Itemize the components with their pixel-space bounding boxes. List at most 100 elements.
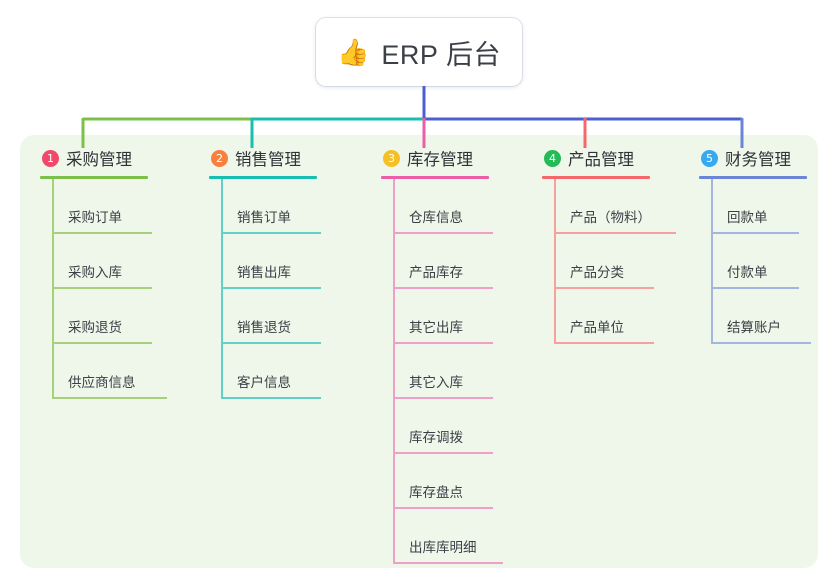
branch-title-2: 销售管理 (235, 151, 301, 169)
branch-leaves-4: 产品（物料） 产品分类 产品单位 (542, 179, 702, 344)
thumbs-up-icon: 👍 (337, 37, 370, 67)
leaf-label: 产品库存 (409, 265, 463, 280)
branch-badge-5: 5 (701, 149, 718, 167)
branch-column-1: 1 采购管理 采购订单 采购入库 采购退货 供应商信息 (40, 146, 190, 399)
leaf-item[interactable]: 产品库存 (381, 234, 531, 289)
leaf-label: 仓库信息 (409, 210, 463, 225)
root-node-card[interactable]: 👍 ERP 后台 (316, 18, 522, 86)
leaf-rule (711, 342, 811, 344)
leaf-rule (711, 232, 799, 234)
branch-column-4: 4 产品管理 产品（物料） 产品分类 产品单位 (542, 146, 702, 344)
branch-spine-1 (52, 179, 54, 399)
leaf-item[interactable]: 库存调拨 (381, 399, 531, 454)
branch-column-5: 5 财务管理 回款单 付款单 结算账户 (699, 146, 839, 344)
leaf-item[interactable]: 付款单 (699, 234, 839, 289)
leaf-label: 供应商信息 (68, 375, 136, 390)
leaf-rule (221, 287, 321, 289)
leaf-item[interactable]: 回款单 (699, 179, 839, 234)
root-node-content: 👍 ERP 后台 (337, 33, 501, 72)
leaf-label: 其它出库 (409, 320, 463, 335)
leaf-rule (221, 232, 321, 234)
leaf-rule (554, 287, 654, 289)
leaf-item[interactable]: 销售出库 (209, 234, 359, 289)
leaf-rule (554, 342, 654, 344)
leaf-item[interactable]: 产品（物料） (542, 179, 702, 234)
leaf-item[interactable]: 产品分类 (542, 234, 702, 289)
branch-title-4: 产品管理 (568, 151, 634, 169)
branch-rule-1 (40, 176, 148, 179)
leaf-label: 其它入库 (409, 375, 463, 390)
branch-spine-4 (554, 179, 556, 344)
branch-title-1: 采购管理 (66, 151, 132, 169)
branch-leaves-3: 仓库信息 产品库存 其它出库 其它入库 库存调拨 库存盘点 出库库明细 (381, 179, 531, 564)
leaf-rule (221, 397, 321, 399)
leaf-item[interactable]: 采购入库 (40, 234, 190, 289)
branch-title-5: 财务管理 (725, 151, 791, 169)
branch-spine-5 (711, 179, 713, 344)
leaf-label: 采购退货 (68, 320, 122, 335)
leaf-label: 付款单 (727, 265, 768, 280)
branch-rule-4 (542, 176, 650, 179)
leaf-label: 产品单位 (570, 320, 624, 335)
leaf-rule (393, 232, 493, 234)
leaf-item[interactable]: 仓库信息 (381, 179, 531, 234)
leaf-label: 销售出库 (237, 265, 291, 280)
leaf-item[interactable]: 库存盘点 (381, 454, 531, 509)
leaf-item[interactable]: 采购退货 (40, 289, 190, 344)
leaf-rule (52, 342, 152, 344)
leaf-label: 产品（物料） (570, 210, 651, 225)
diagram-panel (20, 135, 818, 568)
leaf-rule (393, 342, 493, 344)
leaf-rule (52, 287, 152, 289)
leaf-item[interactable]: 供应商信息 (40, 344, 190, 399)
leaf-item[interactable]: 产品单位 (542, 289, 702, 344)
branch-badge-3: 3 (383, 149, 400, 167)
branch-badge-2: 2 (211, 149, 228, 167)
leaf-rule (393, 507, 493, 509)
branch-header-2[interactable]: 2 销售管理 (209, 146, 359, 170)
branch-spine-3 (393, 179, 395, 564)
branch-column-2: 2 销售管理 销售订单 销售出库 销售退货 客户信息 (209, 146, 359, 399)
leaf-label: 销售退货 (237, 320, 291, 335)
leaf-rule (554, 232, 676, 234)
leaf-item[interactable]: 结算账户 (699, 289, 839, 344)
leaf-item[interactable]: 出库库明细 (381, 509, 531, 564)
leaf-label: 结算账户 (727, 320, 781, 335)
branch-spine-2 (221, 179, 223, 399)
branch-header-1[interactable]: 1 采购管理 (40, 146, 190, 170)
leaf-rule (52, 397, 167, 399)
leaf-label: 出库库明细 (409, 540, 477, 555)
branch-badge-1: 1 (42, 149, 59, 167)
leaf-label: 采购入库 (68, 265, 122, 280)
branch-header-3[interactable]: 3 库存管理 (381, 146, 531, 170)
leaf-label: 销售订单 (237, 210, 291, 225)
leaf-item[interactable]: 采购订单 (40, 179, 190, 234)
leaf-item[interactable]: 销售订单 (209, 179, 359, 234)
branch-header-4[interactable]: 4 产品管理 (542, 146, 702, 170)
leaf-label: 库存调拨 (409, 430, 463, 445)
leaf-rule (393, 287, 493, 289)
leaf-rule (393, 397, 493, 399)
branch-leaves-5: 回款单 付款单 结算账户 (699, 179, 839, 344)
branch-column-3: 3 库存管理 仓库信息 产品库存 其它出库 其它入库 库存调拨 库存盘点 (381, 146, 531, 564)
leaf-item[interactable]: 其它入库 (381, 344, 531, 399)
leaf-rule (393, 452, 493, 454)
leaf-label: 库存盘点 (409, 485, 463, 500)
branch-header-5[interactable]: 5 财务管理 (699, 146, 839, 170)
leaf-rule (221, 342, 321, 344)
leaf-item[interactable]: 销售退货 (209, 289, 359, 344)
branch-rule-3 (381, 176, 489, 179)
leaf-label: 客户信息 (237, 375, 291, 390)
leaf-rule (393, 562, 503, 564)
branch-rule-5 (699, 176, 807, 179)
leaf-label: 采购订单 (68, 210, 122, 225)
branch-leaves-2: 销售订单 销售出库 销售退货 客户信息 (209, 179, 359, 399)
branch-leaves-1: 采购订单 采购入库 采购退货 供应商信息 (40, 179, 190, 399)
leaf-rule (52, 232, 152, 234)
leaf-item[interactable]: 其它出库 (381, 289, 531, 344)
leaf-item[interactable]: 客户信息 (209, 344, 359, 399)
leaf-label: 产品分类 (570, 265, 624, 280)
leaf-label: 回款单 (727, 210, 768, 225)
branch-badge-4: 4 (544, 149, 561, 167)
root-node-title: ERP 后台 (381, 39, 501, 70)
